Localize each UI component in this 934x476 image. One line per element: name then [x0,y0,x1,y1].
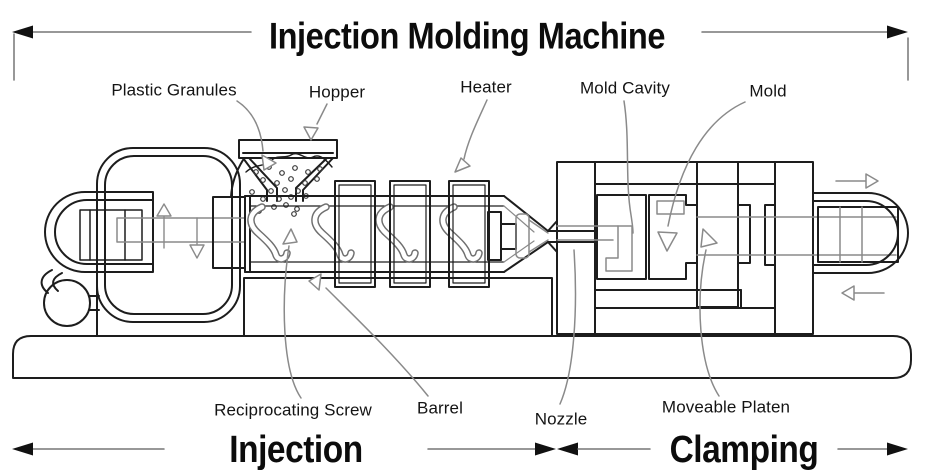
plastic-granules-dots [249,164,323,217]
leader-nozzle [559,249,577,405]
moveable-platen-block [696,161,776,308]
mold-fixed-half [596,194,647,280]
label-mold-cavity: Mold Cavity [580,78,670,98]
screw-motion-arrows [156,203,205,259]
injection-drive-frame [96,147,241,323]
section-divider-left-icon [557,442,578,456]
label-mold: Mold [749,81,787,101]
title-arrow-left-icon [12,25,33,39]
injection-section-line [12,442,556,456]
mold-cavity-shape [556,200,685,272]
tie-bars [594,161,776,335]
leader-moveable-platen [699,228,720,397]
heater-bands [334,180,490,288]
machine-bed [12,335,912,379]
leader-hopper [303,103,328,141]
hydraulic-pump [40,269,100,337]
label-plastic-granules: Plastic Granules [111,80,237,100]
injection-arrow-left-icon [12,442,33,456]
leader-reciprocating-screw [282,228,302,399]
label-heater: Heater [460,77,512,97]
diagram-title: Injection Molding Machine [269,15,665,57]
clamp-ram [696,216,897,256]
leader-heater [454,99,488,173]
section-clamping: Clamping [669,429,819,471]
label-barrel: Barrel [417,398,463,418]
clamp-rear-column [774,161,814,335]
platen-motion-arrows [835,173,885,301]
leader-barrel [308,273,429,397]
label-moveable-platen: Moveable Platen [661,397,791,417]
clamping-section-line [557,442,908,456]
drive-shaft [116,217,246,243]
machine-stand [243,277,553,337]
title-arrow-right-icon [887,25,908,39]
title-dimension-line [12,25,909,81]
section-divider-right-icon [535,442,556,456]
injection-cylinder [44,191,154,273]
leader-plastic-granules [236,100,277,171]
stationary-platen [547,161,596,335]
label-nozzle: Nozzle [534,409,588,429]
leader-mold [657,101,746,252]
section-injection: Injection [229,429,363,471]
label-hopper: Hopper [308,82,366,102]
label-reciprocating-screw: Reciprocating Screw [214,400,372,420]
clamping-piston [817,206,899,263]
clamping-arrow-right-icon [887,442,908,456]
reciprocating-screw-flights [247,203,483,263]
leader-mold-cavity [623,100,634,234]
